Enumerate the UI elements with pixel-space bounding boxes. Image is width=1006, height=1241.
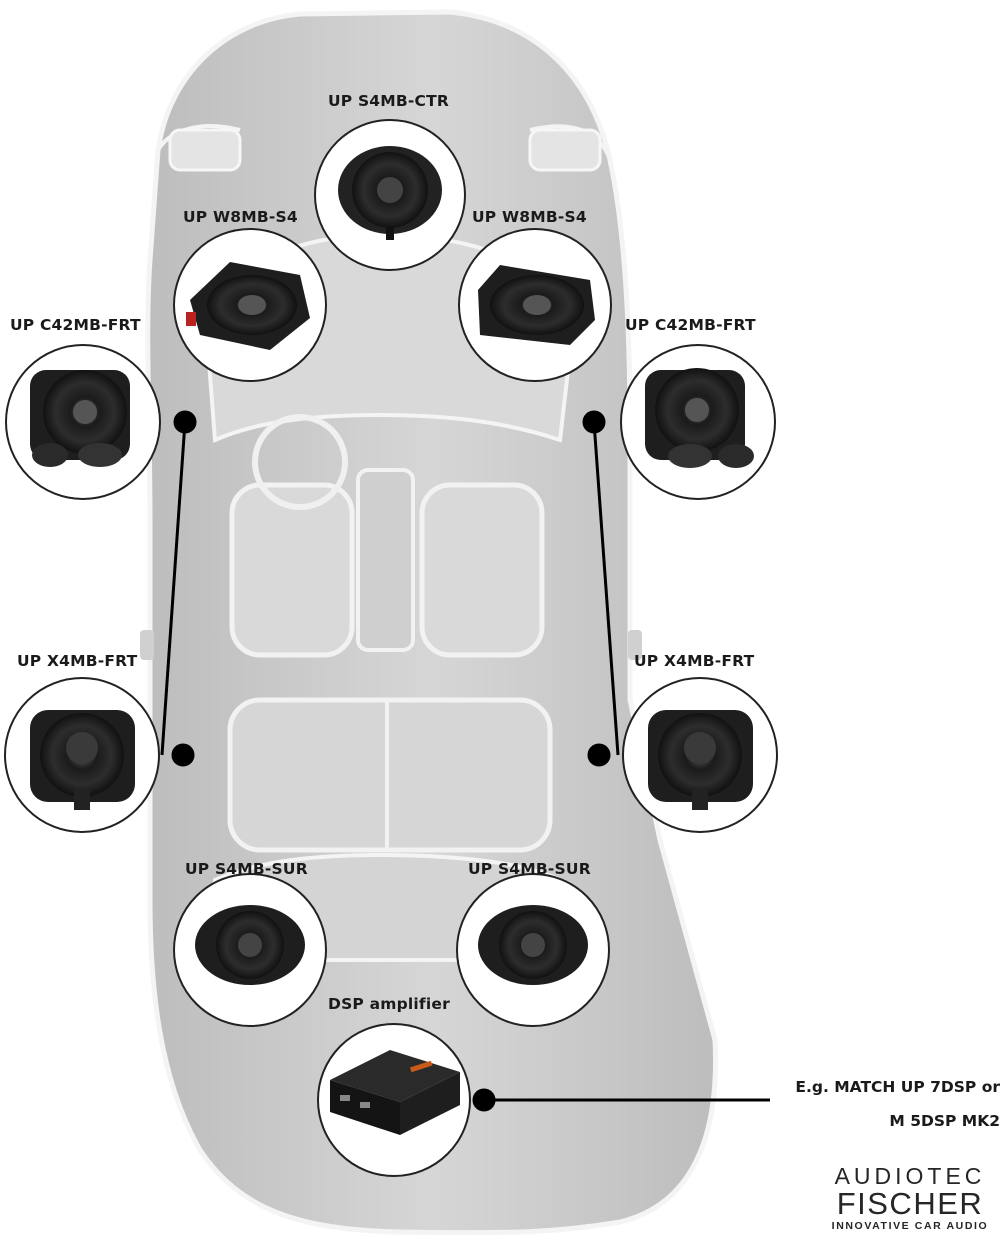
connector-dot — [472, 1088, 496, 1112]
connector-left — [160, 421, 187, 756]
speaker-front-right — [620, 344, 776, 500]
amplifier-note-line1: E.g. MATCH UP 7DSP or — [795, 1078, 1000, 1096]
center-console — [356, 468, 415, 652]
speaker-door-left — [4, 677, 160, 833]
dsp-amplifier — [317, 1023, 471, 1177]
rear-bench — [227, 697, 553, 853]
speaker-surround-left — [173, 873, 327, 1027]
label-surround-left: UP S4MB-SUR — [185, 860, 308, 878]
connector-dot — [582, 410, 606, 434]
label-door-left: UP X4MB-FRT — [17, 652, 138, 670]
speaker-callouts — [4, 119, 778, 1177]
connector-dot — [587, 743, 611, 767]
logo-line2: FISCHER — [836, 1186, 984, 1221]
label-front-left: UP C42MB-FRT — [10, 316, 141, 334]
front-seat-right — [419, 482, 545, 658]
mirror-left — [140, 630, 154, 660]
label-front-right: UP C42MB-FRT — [625, 316, 756, 334]
connector-dot — [171, 743, 195, 767]
headlight-right — [528, 128, 602, 172]
amplifier-note-line2: M 5DSP MK2 — [889, 1112, 1000, 1130]
connector-dot — [173, 410, 197, 434]
speaker-front-left — [5, 344, 161, 500]
speaker-center — [314, 119, 466, 271]
label-dsp: DSP amplifier — [328, 995, 450, 1013]
speaker-door-right — [622, 677, 778, 833]
connector-lines — [160, 410, 770, 1112]
label-door-right: UP X4MB-FRT — [634, 652, 755, 670]
label-woofer-left: UP W8MB-S4 — [183, 208, 298, 226]
connector-right — [592, 421, 620, 756]
steering-wheel — [252, 414, 348, 510]
label-center: UP S4MB-CTR — [328, 92, 450, 110]
speaker-surround-right — [456, 873, 610, 1027]
brand-logo: AUDIOTEC FISCHER INNOVATIVE CAR AUDIO — [818, 1163, 1002, 1233]
front-seat-left — [229, 482, 355, 658]
logo-tagline: INNOVATIVE CAR AUDIO — [831, 1220, 989, 1232]
logo-line1: AUDIOTEC — [834, 1163, 986, 1189]
speaker-woofer-right — [458, 228, 612, 382]
amplifier-note: E.g. MATCH UP 7DSP or M 5DSP MK2 — [795, 1070, 1000, 1138]
label-surround-right: UP S4MB-SUR — [468, 860, 591, 878]
speaker-woofer-left — [173, 228, 327, 382]
headlight-left — [168, 128, 242, 172]
mirror-right — [628, 630, 642, 660]
label-woofer-right: UP W8MB-S4 — [472, 208, 587, 226]
